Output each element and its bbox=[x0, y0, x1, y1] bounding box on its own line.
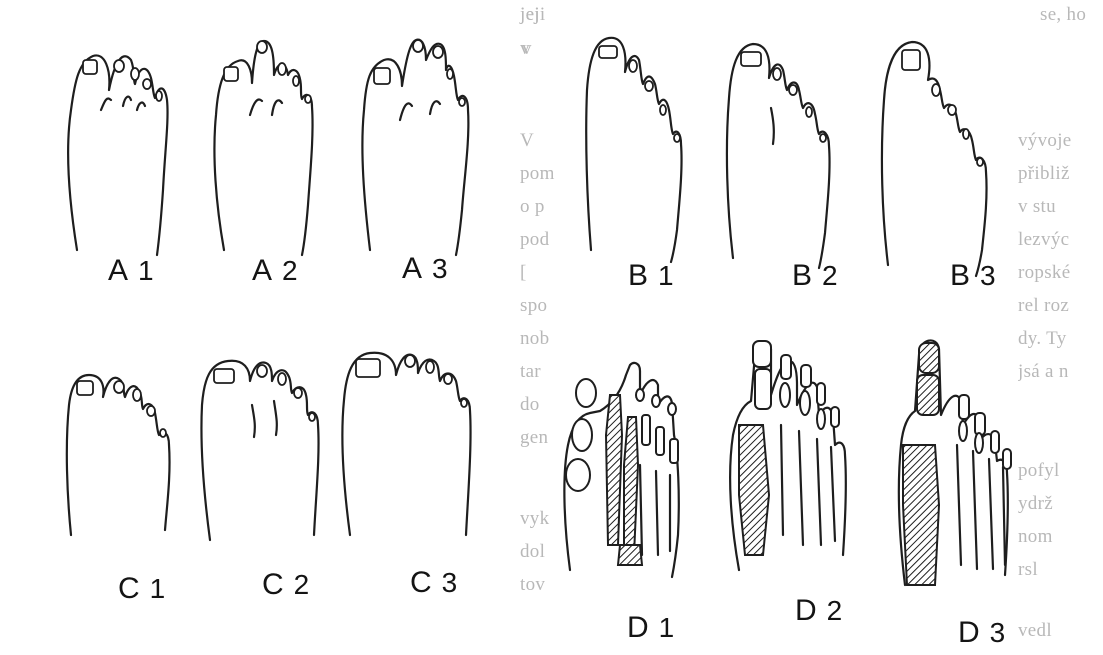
foot-skeleton-d1 bbox=[564, 363, 678, 577]
foot-drawing-b2 bbox=[727, 44, 830, 268]
foot-drawing-c1 bbox=[67, 375, 170, 535]
foot-drawing-a3 bbox=[362, 40, 468, 255]
foot-drawing-b3 bbox=[882, 42, 987, 276]
foot-drawing-c3 bbox=[342, 353, 470, 535]
foot-skeleton-d2 bbox=[730, 341, 846, 570]
foot-drawing-c2 bbox=[201, 361, 318, 540]
foot-skeleton-d3 bbox=[899, 340, 1011, 585]
foot-drawing-a2 bbox=[214, 41, 312, 255]
foot-drawing-a1 bbox=[68, 55, 167, 255]
foot-drawing-b1 bbox=[586, 38, 681, 262]
